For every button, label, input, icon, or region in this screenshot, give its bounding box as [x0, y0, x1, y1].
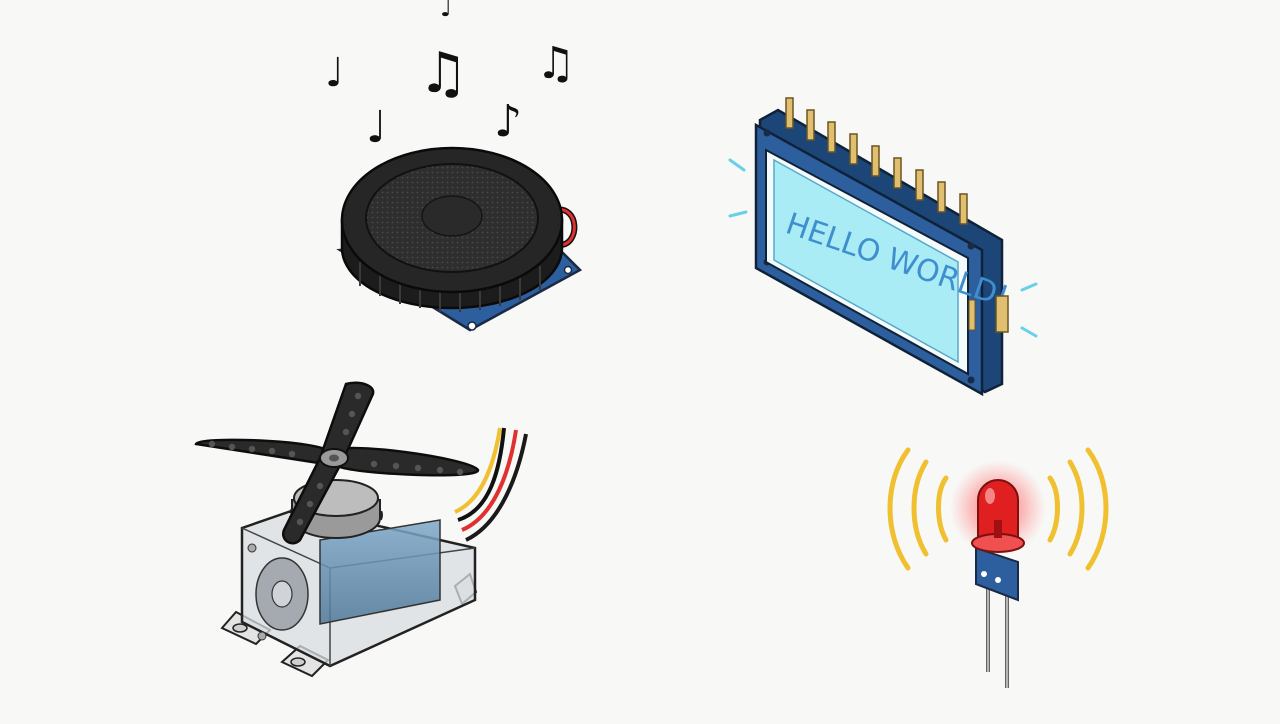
led-icon — [887, 447, 1109, 688]
music-note-icon: ♪ — [494, 96, 522, 147]
music-note-icon: ♫ — [536, 38, 575, 89]
speaker-icon — [336, 146, 583, 332]
servo-motor-icon — [194, 381, 528, 678]
lcd-display-icon: HELLO WORLD! — [728, 97, 1038, 397]
music-note-icon: ♫ — [418, 41, 468, 106]
music-note-icon: ♩ — [440, 0, 452, 23]
music-notes: ♩ ♩ ♫ ♫ ♩ ♪ — [325, 0, 575, 153]
music-note-icon: ♩ — [325, 50, 344, 96]
music-note-icon: ♩ — [366, 102, 387, 153]
